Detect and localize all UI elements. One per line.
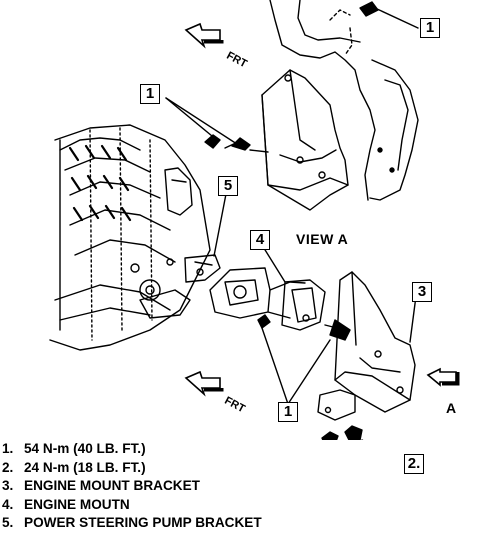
lower-nuts	[321, 425, 363, 440]
upper-bolts	[204, 1, 379, 153]
view-a-label: VIEW A	[296, 231, 349, 247]
callout-1-upper-left: 1	[140, 84, 160, 104]
callout-5: 5	[218, 176, 238, 196]
front-arrow-top	[184, 22, 224, 49]
legend-item: 5.POWER STEERING PUMP BRACKET	[2, 515, 262, 531]
callout-3: 3	[412, 282, 432, 302]
callout-1-top-right: 1	[420, 18, 440, 38]
power-steering-bracket	[184, 254, 221, 283]
callout-2: 2.	[404, 454, 424, 474]
legend-item: 1.54 N-m (40 LB. FT.)	[2, 441, 146, 456]
engine-mount	[209, 267, 351, 341]
front-arrow-bottom	[184, 370, 224, 397]
diagram-drawing	[49, 0, 460, 440]
lower-mount-bracket	[317, 271, 416, 421]
view-a-arrow-label: A	[446, 400, 457, 416]
legend-list: 1.54 N-m (40 LB. FT.) 2.24 N-m (18 LB. F…	[2, 440, 478, 533]
frame-rail	[269, 0, 419, 201]
callout-1-lower: 1	[278, 402, 298, 422]
legend-item: 3.ENGINE MOUNT BRACKET	[2, 478, 200, 494]
view-a-arrow	[426, 367, 460, 387]
upper-mount-bracket	[261, 69, 349, 211]
legend-item: 2.24 N-m (18 LB. FT.)	[2, 459, 146, 475]
engine-block	[49, 124, 211, 351]
legend-item: 4.ENGINE MOUTN	[2, 496, 130, 512]
leader-lines	[165, 7, 419, 440]
callout-4: 4	[250, 230, 270, 250]
